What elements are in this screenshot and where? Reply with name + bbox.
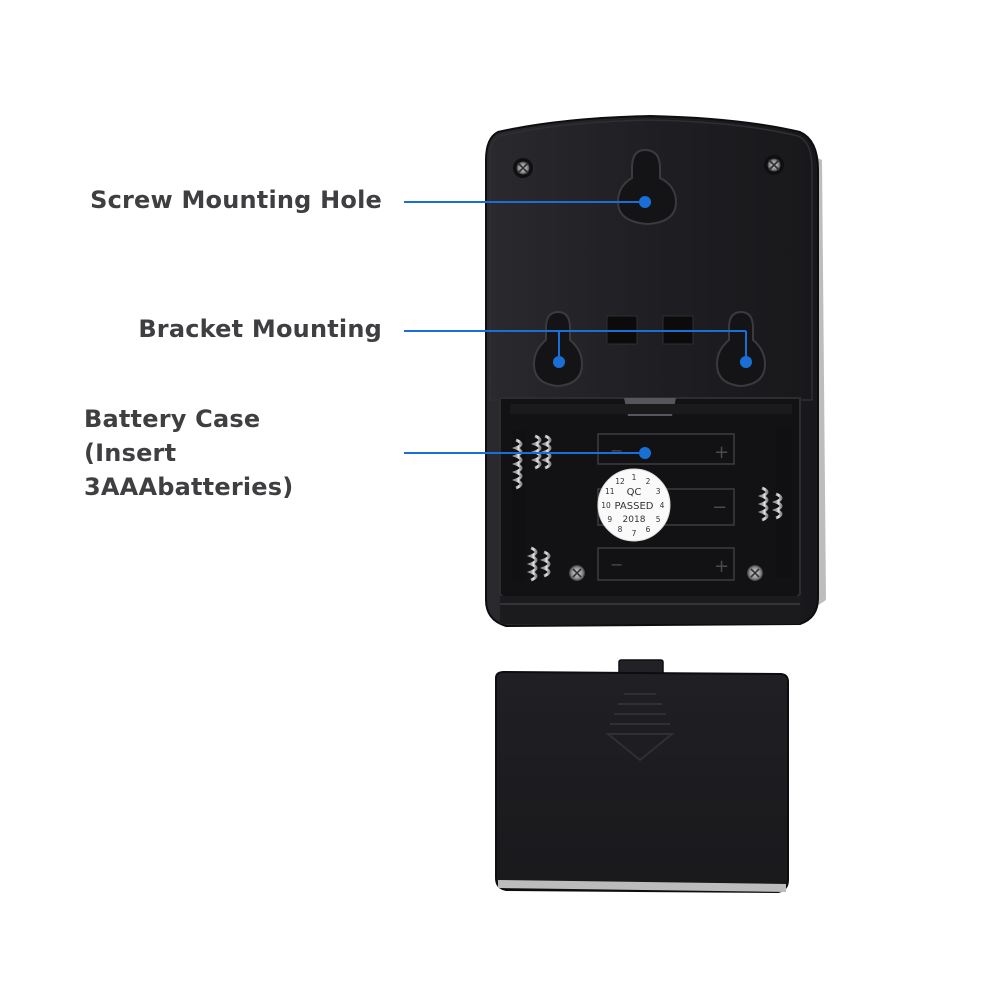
battery-slot-3-minus: − <box>610 555 623 574</box>
battery-slot-3: − + <box>597 547 735 581</box>
battery-slot-1-minus: − <box>610 441 623 460</box>
battery-slot-1-plus: + <box>714 442 729 463</box>
battery-case-label-line2: (Insert 3AAAbatteries) <box>84 439 294 501</box>
qc-month-number: 8 <box>618 525 623 534</box>
callout-bracket-mounting <box>404 330 752 368</box>
qc-month-number: 4 <box>660 501 665 510</box>
qc-month-number: 5 <box>656 515 661 524</box>
qc-year-label: 2018 <box>623 515 646 525</box>
bracket-mounting-label: Bracket Mounting <box>138 315 382 343</box>
qc-passed-label: PASSED <box>615 501 654 512</box>
qc-label: QC <box>627 487 642 498</box>
qc-month-number: 12 <box>615 477 625 486</box>
corner-screw-right-icon <box>764 155 784 175</box>
push-arrow-icon <box>605 693 675 762</box>
screw-mounting-hole-icon <box>616 148 678 226</box>
callout-screw-mounting <box>404 196 651 208</box>
qc-month-number: 3 <box>656 487 661 496</box>
screw-mounting-hole-label: Screw Mounting Hole <box>90 186 382 214</box>
qc-month-number: 6 <box>646 525 651 534</box>
qc-month-number: 2 <box>646 477 651 486</box>
battery-slot-2-minus: − <box>712 497 727 518</box>
callout-battery-case <box>404 447 651 459</box>
battery-spring-right-icon <box>757 428 792 578</box>
battery-slot-1: − + <box>597 433 735 465</box>
compartment-screw-right-icon <box>747 565 763 581</box>
battery-slot-3-plus: + <box>714 556 729 577</box>
qc-month-number: 7 <box>632 529 637 538</box>
corner-screw-left-icon <box>513 158 533 178</box>
battery-cover <box>495 659 789 894</box>
qc-month-number: 10 <box>601 501 611 510</box>
qc-month-number: 9 <box>607 515 612 524</box>
qc-month-number: 11 <box>605 487 615 496</box>
battery-case-label: Battery Case (Insert 3AAAbatteries) <box>84 402 384 504</box>
qc-month-number: 1 <box>632 473 637 482</box>
battery-case-label-line1: Battery Case <box>84 405 261 433</box>
compartment-screw-left-icon <box>569 565 585 581</box>
